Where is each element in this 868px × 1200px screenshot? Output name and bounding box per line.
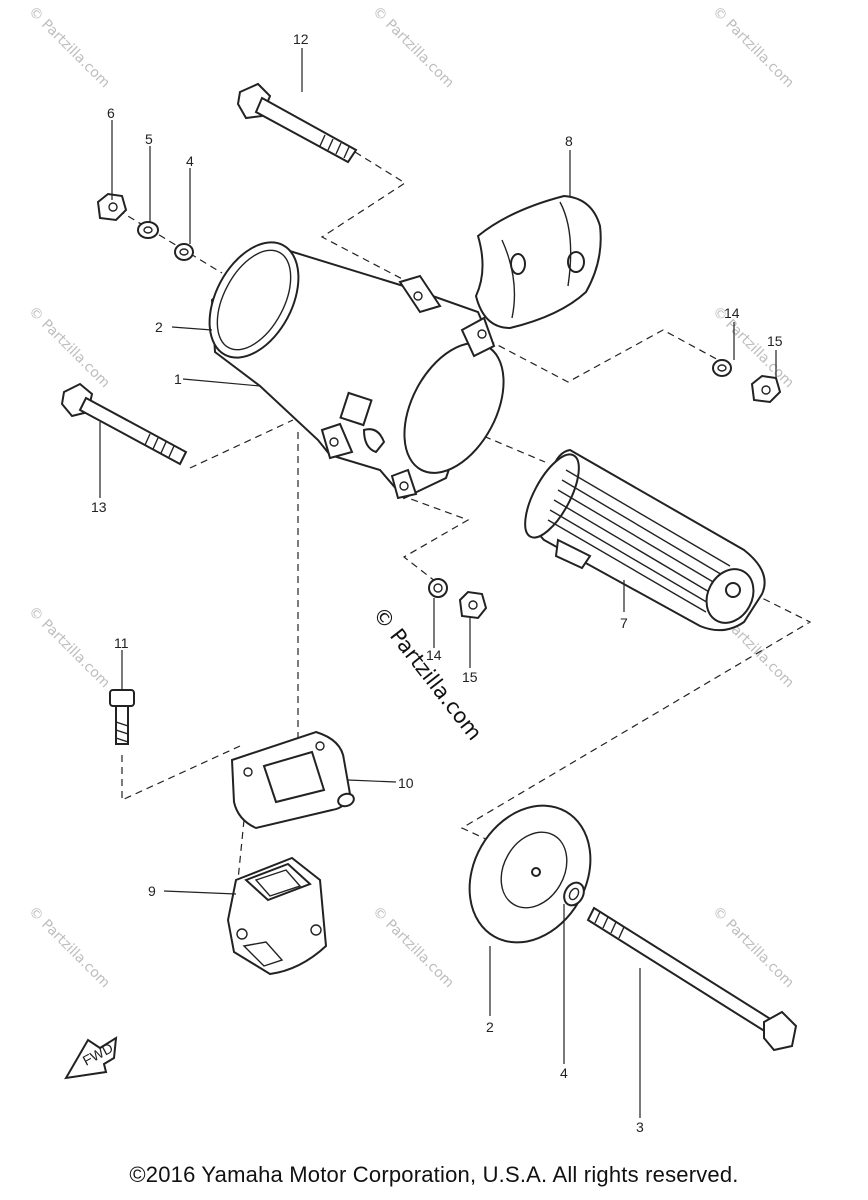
forward-arrow-icon: FWD <box>64 1036 118 1080</box>
callout-7: 7 <box>620 615 628 631</box>
callout-14-lower: 14 <box>426 647 442 663</box>
watermark-mid-right: © Partzilla.com <box>709 304 797 392</box>
callout-1: 1 <box>174 371 182 387</box>
nut-6 <box>96 192 128 222</box>
bolt-13 <box>60 382 188 466</box>
callout-14-upper: 14 <box>724 305 740 321</box>
copyright-notice: ©2016 Yamaha Motor Corporation, U.S.A. A… <box>129 1162 739 1187</box>
watermark-grid: © Partzilla.com © Partzilla.com © Partzi… <box>25 4 797 992</box>
bolt-12 <box>236 82 358 164</box>
callout-9: 9 <box>148 883 156 899</box>
callout-2-upper: 2 <box>155 319 163 335</box>
washer-14-upper <box>712 359 732 377</box>
callout-10: 10 <box>398 775 414 791</box>
bolt-3 <box>586 906 798 1052</box>
callout-13: 13 <box>91 499 107 515</box>
nut-15-upper <box>750 374 782 404</box>
callout-6: 6 <box>107 105 115 121</box>
callout-12: 12 <box>293 31 309 47</box>
callout-11: 11 <box>114 635 129 651</box>
screw-11 <box>109 689 135 745</box>
watermark-low-left: © Partzilla.com <box>25 604 113 692</box>
muffler-1 <box>208 241 505 500</box>
callout-4-upper: 4 <box>186 153 194 169</box>
callout-labels: 12 6 5 4 8 2 1 14 15 13 7 14 15 11 10 9 … <box>91 31 783 1135</box>
watermark-top-left: © Partzilla.com <box>25 4 113 92</box>
exhaust-joint-9 <box>226 856 328 976</box>
callout-2-lower: 2 <box>486 1019 494 1035</box>
washer-4-lower <box>563 881 585 907</box>
assembly-lines <box>117 151 812 881</box>
callout-4-lower: 4 <box>560 1065 568 1081</box>
gasket-10 <box>230 730 355 830</box>
washer-14-lower <box>428 578 448 598</box>
watermark-bottom-right: © Partzilla.com <box>709 904 797 992</box>
callout-8: 8 <box>565 133 573 149</box>
callout-15-lower: 15 <box>462 669 478 685</box>
callout-5: 5 <box>145 131 153 147</box>
watermark-top-center: © Partzilla.com <box>369 4 457 92</box>
leader-lines <box>99 48 777 1118</box>
end-cap-2 <box>468 804 592 944</box>
watermark-top-right: © Partzilla.com <box>709 4 797 92</box>
watermark-bottom-left: © Partzilla.com <box>25 904 113 992</box>
watermark-bottom-center: © Partzilla.com <box>369 904 457 992</box>
nut-15-lower <box>458 590 488 620</box>
washer-5 <box>137 221 159 239</box>
washer-4-upper <box>174 243 194 261</box>
callout-3: 3 <box>636 1119 644 1135</box>
callout-15-upper: 15 <box>767 333 783 349</box>
watermark-mid-left: © Partzilla.com <box>25 304 113 392</box>
heat-shield-8 <box>474 194 602 330</box>
filter-element-7 <box>524 448 766 632</box>
